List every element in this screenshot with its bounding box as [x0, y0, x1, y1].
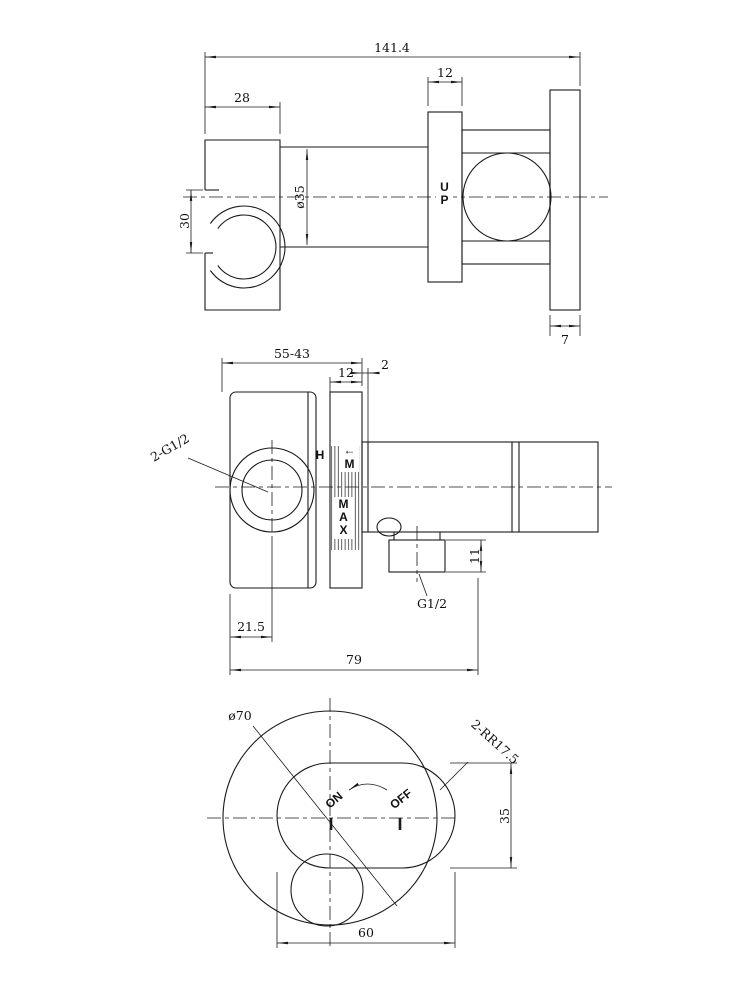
outlet-knurl-circle — [290, 853, 364, 927]
dim-handle-width: 60 — [276, 872, 456, 948]
diverter-knob — [376, 517, 402, 537]
ball-joint-circle — [462, 152, 552, 242]
dim-body-diameter: ø35 — [292, 149, 309, 245]
dim-plate-thickness: 7 — [549, 315, 581, 347]
dim-knurl-width-side-label: 12 — [437, 65, 453, 80]
outlet-thread-label: G1/2 — [417, 596, 447, 611]
handle-oval — [276, 762, 456, 869]
dim-lip-label: 2 — [381, 357, 389, 372]
on-off-markings: ON OFF — [323, 782, 415, 830]
face-view: ø70 ON OFF 2-RR17.5 35 60 — [207, 698, 522, 948]
dim-handle-height: 35 — [450, 762, 517, 869]
dim-outlet-height: 11 — [446, 539, 486, 573]
dim-depth-range-label: 55-43 — [274, 346, 310, 361]
rotation-arrow-icon — [348, 782, 388, 791]
dim-total-length: 79 — [230, 578, 479, 675]
dim-total-width: 141.4 — [204, 40, 581, 134]
dim-total-width-label: 141.4 — [374, 40, 410, 55]
hot-label: H — [316, 448, 325, 462]
face-plate-circle — [222, 710, 438, 926]
dim-lip: 2 — [350, 357, 389, 442]
handset-holder — [204, 139, 286, 311]
corner-radius-callout: 2-RR17.5 — [439, 716, 522, 791]
dim-holder-opening-label: 30 — [177, 213, 192, 229]
dim-holder-width: 28 — [205, 90, 281, 134]
outlet-port — [376, 517, 446, 582]
plate-diameter-callout: ø70 — [228, 708, 398, 907]
dim-total-length-label: 79 — [346, 652, 362, 667]
valve-body — [361, 441, 599, 533]
dim-plate-thickness-label: 7 — [561, 332, 569, 347]
dim-knurl-width-side: 12 — [427, 65, 463, 106]
plate-diameter-label: ø70 — [228, 708, 251, 723]
outlet-thread-callout: G1/2 — [417, 573, 447, 611]
corner-radius-label: 2-RR17.5 — [468, 716, 522, 767]
dim-holder-width-label: 28 — [234, 90, 250, 105]
dim-holder-opening: 30 — [177, 189, 203, 254]
dim-knurl-width-section-label: 12 — [338, 365, 354, 380]
mix-label: M — [345, 457, 355, 471]
dim-handle-width-label: 60 — [358, 925, 374, 940]
dim-center-offset-label: 21.5 — [237, 619, 265, 634]
dim-outlet-height-label: 11 — [467, 548, 482, 564]
wall-plate — [549, 89, 581, 311]
dim-center-offset: 21.5 — [229, 540, 273, 675]
dim-depth-range: 55-43 — [221, 346, 363, 392]
cylinder-body — [280, 146, 428, 248]
mix-arrow-icon: ← — [344, 443, 356, 457]
inlet-thread-label: 2-G1/2 — [148, 431, 192, 465]
inlet-thread-callout: 2-G1/2 — [148, 431, 269, 493]
off-label: OFF — [387, 786, 415, 812]
escutcheon-plate — [229, 391, 317, 589]
on-label: ON — [323, 789, 346, 811]
dim-handle-height-label: 35 — [497, 808, 512, 824]
dim-knurl-width-section: 12 — [329, 365, 362, 392]
dim-body-diameter-label: ø35 — [292, 185, 307, 208]
